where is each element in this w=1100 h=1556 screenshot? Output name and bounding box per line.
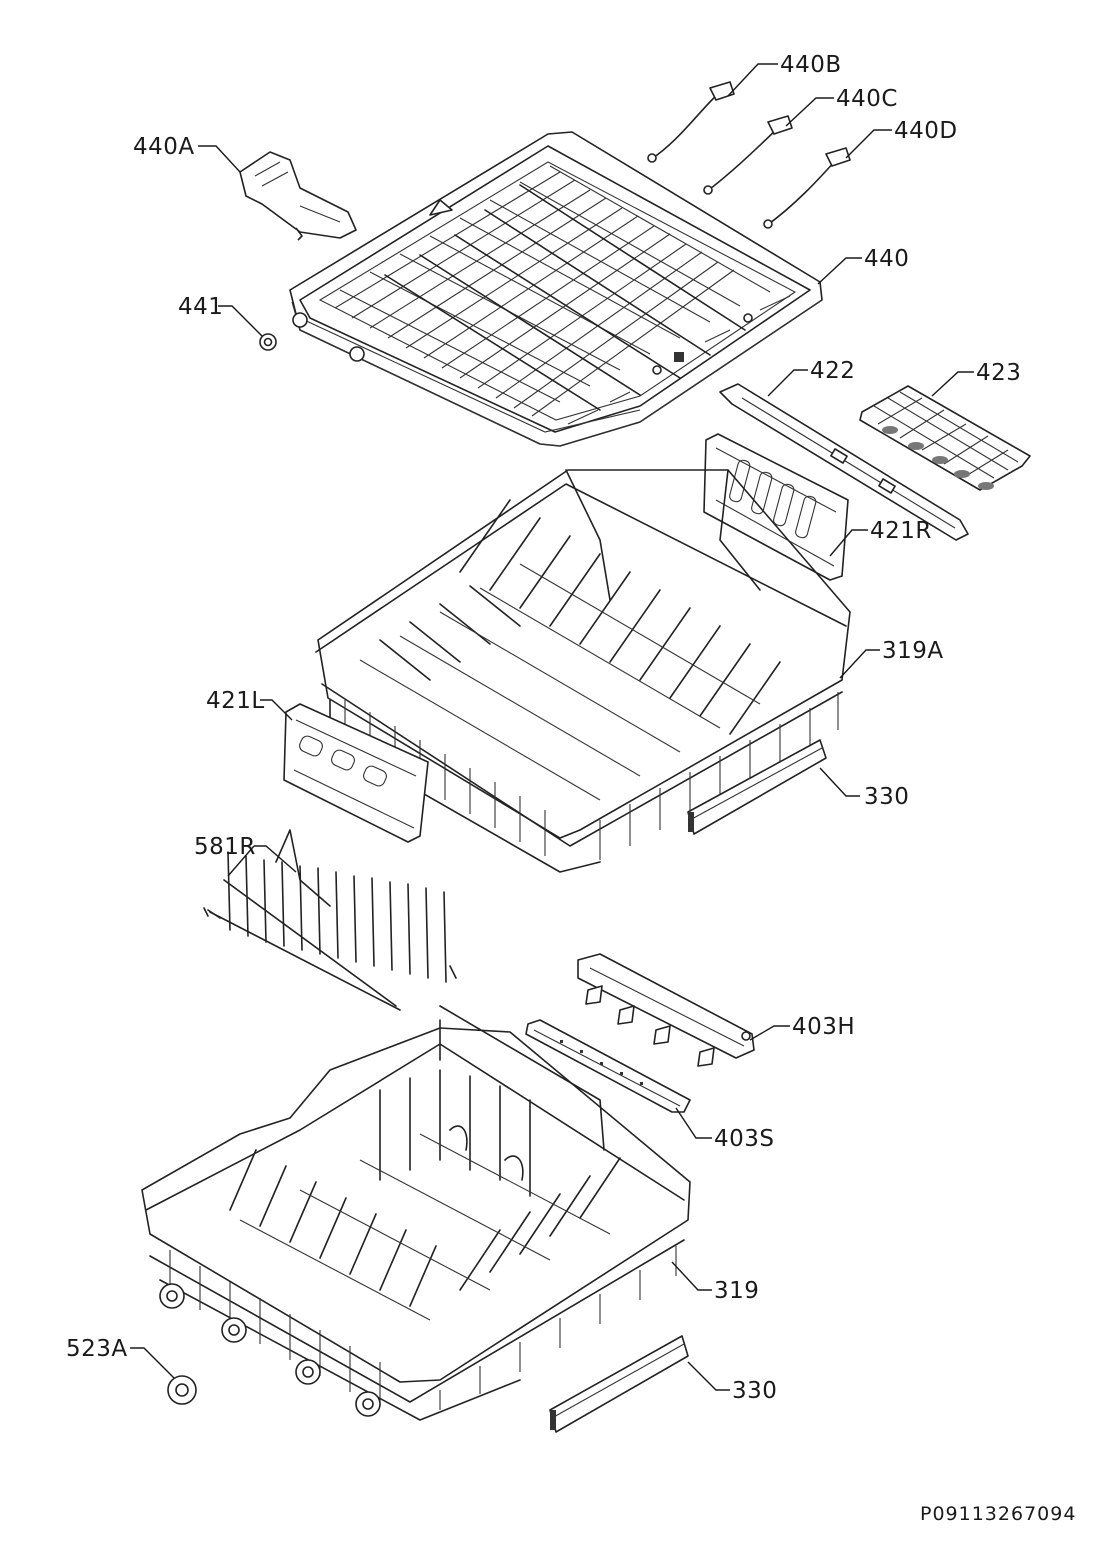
label-523A: 523A [66,1336,128,1362]
cap-441[interactable] [259,333,277,351]
label-440D: 440D [894,118,958,144]
part-labels: 440B 440C 440D 440A 440 441 422 423 421R… [66,52,1021,1404]
label-319: 319 [714,1278,759,1304]
label-319A: 319A [882,638,944,664]
lower-basket-verticals [169,1246,677,1410]
trim-strip-330-lower[interactable] [549,1335,689,1433]
label-423: 423 [976,360,1021,386]
wire-rack-581R[interactable] [203,829,457,1011]
wheel-523A[interactable] [167,1375,197,1405]
label-421L: 421L [206,688,265,714]
upper-basket-tines [379,499,781,735]
wire-clip-440B[interactable] [647,81,735,163]
label-421R: 421R [870,518,932,544]
document-code: P09113267094 [920,1503,1076,1525]
wire-clip-440C[interactable] [703,115,793,195]
tray-tine-rows [384,184,746,411]
label-440C: 440C [836,86,898,112]
cup-shelf-421L[interactable] [283,703,429,843]
label-581R: 581R [194,834,256,860]
label-403H: 403H [792,1014,855,1040]
cutlery-tray-440[interactable] [289,131,823,447]
leader-lines [130,63,974,1391]
label-422: 422 [810,358,855,384]
slide-rail-403S[interactable] [525,1019,691,1113]
grid-insert-423[interactable] [859,385,1031,491]
label-330-upper: 330 [864,784,909,810]
lower-basket-319[interactable] [141,1005,691,1421]
cup-shelf-421R[interactable] [703,433,849,581]
rail-422[interactable] [719,383,969,541]
side-clip-440A[interactable] [239,151,357,241]
label-440B: 440B [780,52,842,78]
lower-basket-tines [229,1069,621,1307]
wire-clip-440D[interactable] [763,147,851,229]
label-440A: 440A [133,134,195,160]
label-403S: 403S [714,1126,775,1152]
wheel-bracket-403H[interactable] [577,953,755,1067]
label-440: 440 [864,246,909,272]
label-330-lower: 330 [732,1378,777,1404]
lower-basket-wheels [159,1283,381,1417]
trim-strip-330-upper[interactable] [687,739,827,835]
label-441: 441 [178,294,223,320]
